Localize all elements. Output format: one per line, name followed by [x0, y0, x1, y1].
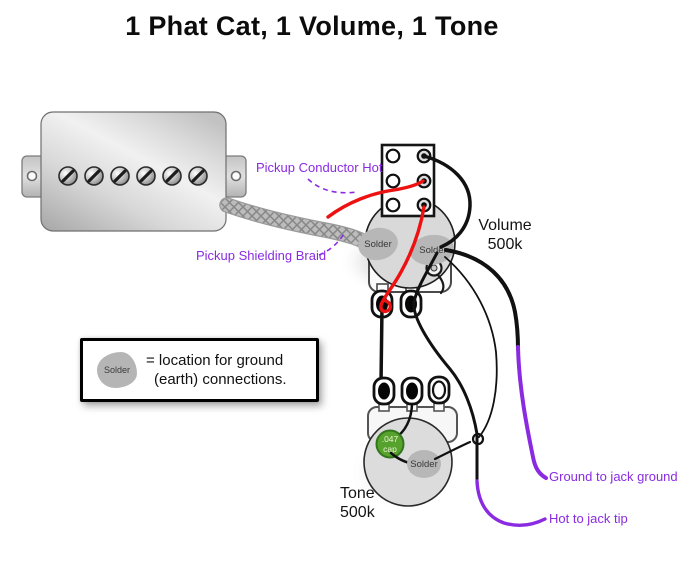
- mounting-hole-left: [26, 170, 38, 182]
- output-wires: [433, 345, 548, 527]
- legend-box: Solder = location for ground (earth) con…: [80, 338, 319, 402]
- mounting-hole-right: [230, 170, 242, 182]
- plate-hole: [385, 148, 401, 164]
- cap-value-label: .047: [382, 434, 399, 444]
- leader-shielding-braid: [318, 233, 345, 256]
- solder-blob-label: Solder: [410, 459, 437, 470]
- wire-hot-plate-to-lug: [379, 205, 426, 314]
- volume-pot-label: Volume 500k: [468, 216, 542, 254]
- solder-blob-label: Solder: [419, 245, 446, 256]
- wire-hot-to-jack-purple: [475, 479, 547, 527]
- legend-solder-blob: Solder: [97, 352, 137, 388]
- volume-pot: Solder Solder: [358, 143, 456, 319]
- tone-capacitor: .047 cap: [375, 429, 405, 459]
- volume-pot-value: 500k: [487, 236, 523, 253]
- legend-line2: (earth) connections.: [154, 371, 287, 388]
- tone-solder-blob: Solder: [407, 450, 441, 478]
- callout-leaders: [307, 178, 358, 256]
- plate-hole: [385, 197, 401, 213]
- screw-slots: [61, 169, 205, 183]
- tone-pot-label: Tone 500k: [340, 484, 375, 522]
- legend-text: = location for ground (earth) connection…: [146, 351, 287, 389]
- volume-solder-blob-right: Solder: [410, 234, 454, 266]
- tone-pot: .047 cap Solder: [363, 375, 458, 507]
- wire-thin-ground: [444, 256, 498, 438]
- hot-wires: [326, 179, 426, 314]
- volume-pot-name: Volume: [478, 217, 532, 234]
- solder-blob-label: Solder: [364, 239, 391, 250]
- wire-tone-solder-to-junction: [433, 440, 472, 461]
- ground-wires: [379, 154, 520, 438]
- tone-lug-eyelet-left: [372, 376, 396, 406]
- label-hot-to-jack: Hot to jack tip: [549, 511, 628, 526]
- plate-hole: [385, 173, 401, 189]
- wire-to-jack-ground-black: [444, 248, 520, 351]
- tone-pot-name: Tone: [340, 485, 375, 502]
- wire-volume-to-tone: [379, 305, 384, 386]
- phat-cat-pickup: [21, 111, 247, 232]
- wire-ground-to-jack-purple: [516, 345, 548, 480]
- label-pickup-shielding-braid: Pickup Shielding Braid: [196, 248, 327, 263]
- tone-pot-value: 500k: [340, 504, 375, 521]
- label-ground-to-jack: Ground to jack ground: [549, 469, 678, 484]
- label-pickup-conductor-hot: Pickup Conductor Hot: [256, 160, 383, 175]
- legend-solder-label: Solder: [103, 365, 130, 375]
- wire-lug-to-junction: [412, 251, 479, 436]
- legend-line1: = location for ground: [146, 352, 284, 369]
- volume-lug-eyelet-right: [399, 289, 423, 319]
- wire-plate-to-casing: [422, 154, 472, 249]
- tone-lug-eyelet-right: [427, 375, 451, 405]
- pickup-shield-braid-cable: [219, 197, 379, 254]
- tone-lug-eyelet-middle: [400, 376, 424, 406]
- volume-solder-blob-left: Solder: [358, 227, 398, 261]
- pickup-cover: [40, 111, 227, 232]
- leader-conductor-hot: [307, 178, 358, 194]
- plate-holes-empty: [385, 148, 401, 213]
- wire-hot-braid-to-plate: [326, 179, 425, 219]
- cap-unit-label: cap: [383, 444, 397, 454]
- diagram-title: 1 Phat Cat, 1 Volume, 1 Tone: [125, 11, 499, 41]
- plate-holes-soldered: [416, 148, 432, 213]
